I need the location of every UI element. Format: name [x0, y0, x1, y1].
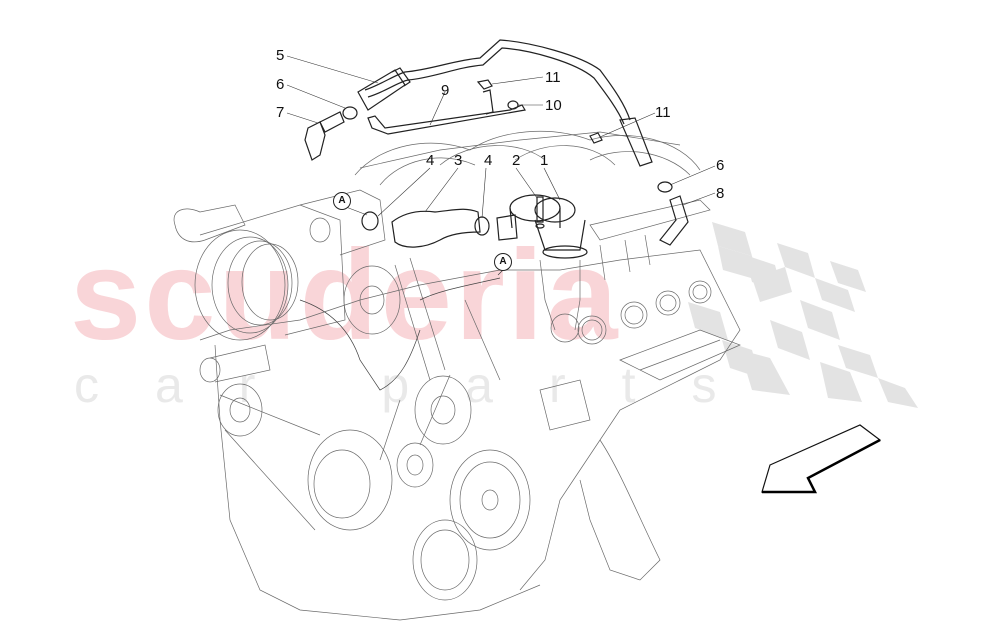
callout-11[interactable]: 11 — [545, 69, 561, 86]
checkered-flag-icon — [688, 222, 918, 408]
reference-marker-a: A — [494, 253, 512, 271]
callout-4-right[interactable]: 4 — [484, 152, 493, 169]
direction-arrow-icon — [761, 424, 882, 494]
callout-6-right[interactable]: 6 — [716, 157, 725, 174]
callout-3[interactable]: 3 — [454, 152, 463, 169]
callout-6[interactable]: 6 — [276, 76, 285, 93]
callout-11-right[interactable]: 11 — [655, 104, 671, 121]
callout-2[interactable]: 2 — [512, 152, 521, 169]
callout-9[interactable]: 9 — [441, 82, 450, 99]
callout-7[interactable]: 7 — [276, 104, 285, 121]
callout-10[interactable]: 10 — [545, 97, 562, 114]
callout-8[interactable]: 8 — [716, 185, 725, 202]
callout-4-left[interactable]: 4 — [426, 152, 435, 169]
watermark-tagline: car parts — [74, 357, 773, 413]
callout-5[interactable]: 5 — [276, 47, 285, 64]
reference-marker-a: A — [333, 192, 351, 210]
callout-1[interactable]: 1 — [540, 152, 549, 169]
